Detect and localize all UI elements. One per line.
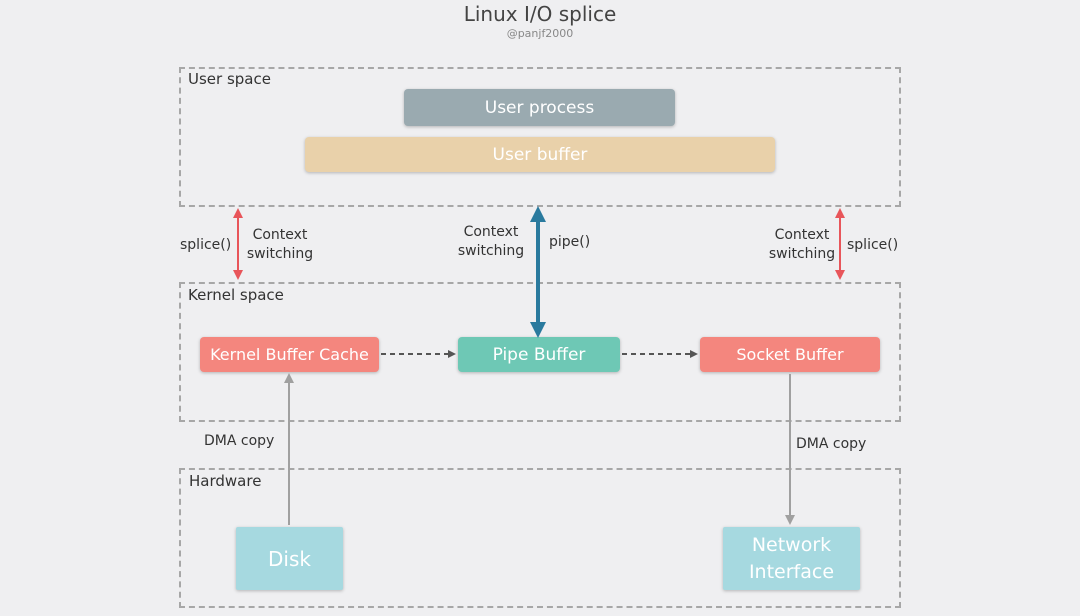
diagram-subtitle: @panjf2000 [506,27,574,40]
pipe-buffer-box: Pipe Buffer [458,337,620,372]
left-splice-label: splice() [180,237,232,253]
diagram-title: Linux I/O splice [463,2,617,26]
hardware-region [179,468,901,608]
socket-buffer-box: Socket Buffer [700,337,880,372]
user-process-label: User process [484,97,595,118]
user-buffer-label: User buffer [492,144,588,165]
dma-left-label: DMA copy [204,433,275,449]
user-space-label: User space [188,70,271,88]
disk-box: Disk [236,527,343,590]
right-context-line1: Context [774,227,830,243]
pipe-buffer-label: Pipe Buffer [492,344,586,365]
disk-label: Disk [268,546,311,571]
mid-context-label: Context switching [455,223,527,261]
kernel-buffer-cache-box: Kernel Buffer Cache [200,337,379,372]
right-splice-label: splice() [847,237,899,253]
mid-context-line2: switching [457,243,525,259]
pipe-call-label: pipe() [549,234,591,250]
left-context-line1: Context [252,227,308,243]
socket-buffer-label: Socket Buffer [736,345,844,364]
right-context-line2: switching [768,246,836,262]
kernel-buffer-cache-label: Kernel Buffer Cache [210,345,369,364]
network-interface-label-line2: Interface [748,560,835,583]
hardware-label: Hardware [189,472,262,490]
user-buffer-box: User buffer [305,137,775,172]
right-context-label: Context switching [767,226,837,264]
mid-context-line1: Context [463,224,519,240]
network-interface-box: Network Interface [723,527,860,590]
left-context-line2: switching [246,246,314,262]
dma-right-label: DMA copy [796,436,867,452]
left-context-label: Context switching [246,226,314,264]
network-interface-label-line1: Network [751,533,832,556]
kernel-space-label: Kernel space [188,286,284,304]
user-process-box: User process [404,89,675,126]
